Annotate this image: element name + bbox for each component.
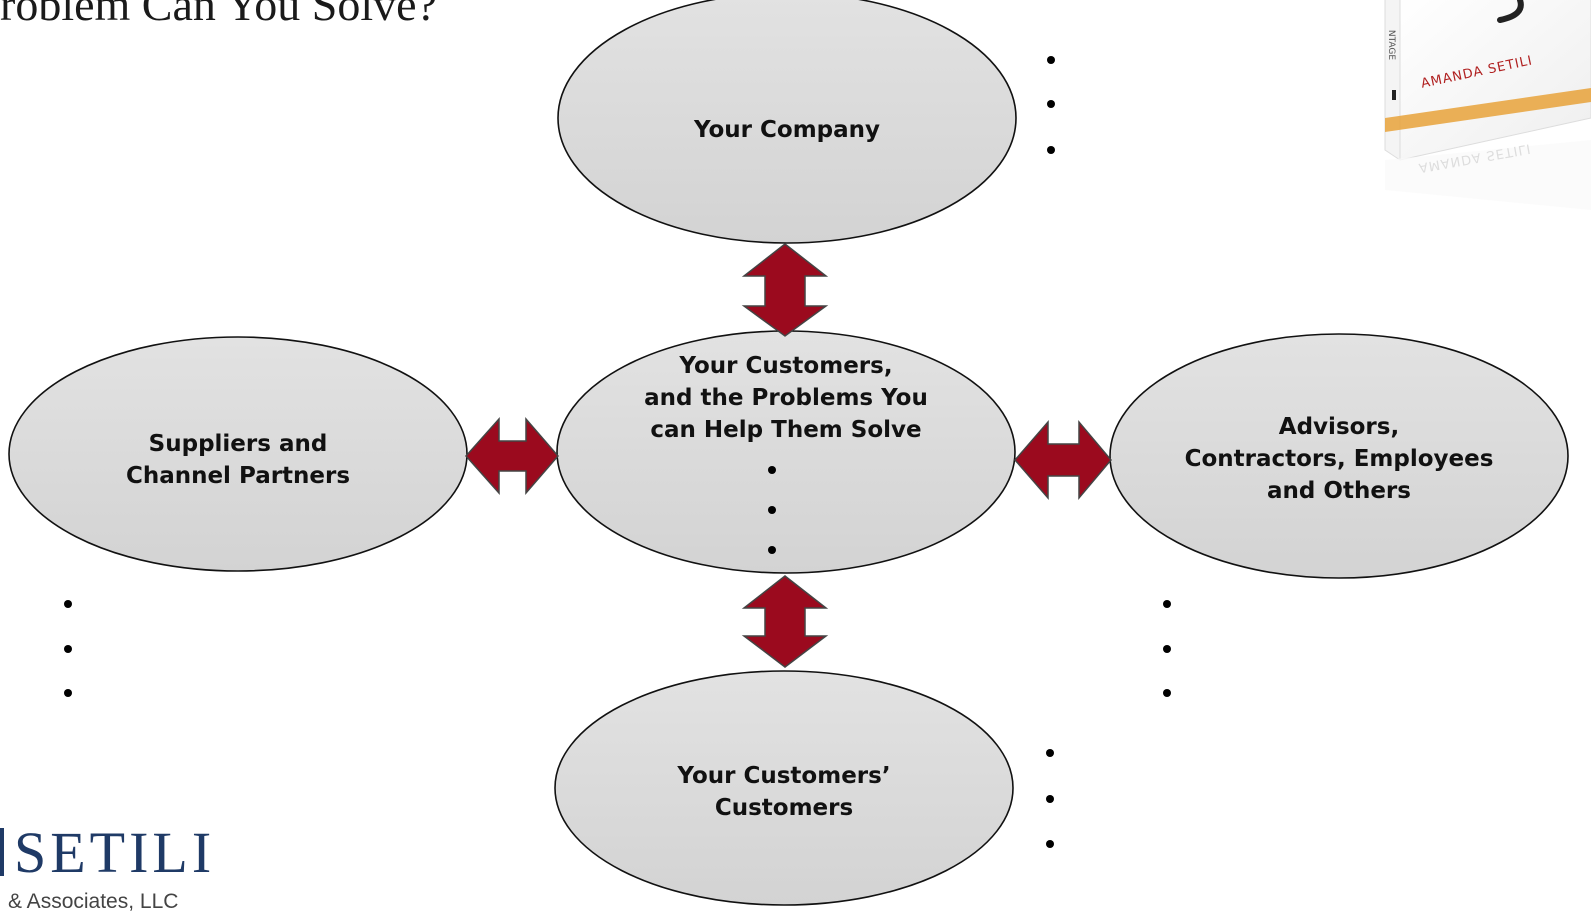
bullet-dot <box>768 546 776 554</box>
bullet-dot <box>1163 645 1171 653</box>
book-cover-image <box>1384 0 1591 210</box>
bullet-dot <box>1163 689 1171 697</box>
logo-name: SETILI <box>14 820 216 885</box>
company-label-line: Your Company <box>693 117 881 143</box>
logo-bar <box>0 828 4 876</box>
customers-customers-label: Your Customers’ Customers <box>584 760 984 824</box>
advisors-label-line-2: Contractors, Employees <box>1184 446 1494 472</box>
bullet-dot <box>1046 749 1054 757</box>
suppliers-label-line-2: Channel Partners <box>125 463 351 489</box>
arrow-suppliers-center <box>464 416 559 496</box>
suppliers-label-line-1: Suppliers and <box>148 431 328 457</box>
bullet-dot <box>64 689 72 697</box>
center-label-line-2: and the Problems You <box>644 385 928 411</box>
bullet-dot <box>64 600 72 608</box>
bullet-dot <box>768 506 776 514</box>
bullet-dot <box>1163 600 1171 608</box>
bullet-dot <box>64 645 72 653</box>
customers-customers-label-line-1: Your Customers’ <box>677 763 891 789</box>
slide-title: roblem Can You Solve? <box>0 0 437 30</box>
arrow-company-center <box>741 243 829 337</box>
advisors-label: Advisors, Contractors, Employees and Oth… <box>1139 411 1539 507</box>
center-label: Your Customers, and the Problems You can… <box>586 350 986 446</box>
bullet-dot <box>1046 795 1054 803</box>
advisors-label-line-1: Advisors, <box>1278 414 1400 440</box>
center-label-line-3: can Help Them Solve <box>650 417 922 443</box>
customers-customers-label-line-2: Customers <box>714 795 854 821</box>
bullet-dot <box>1047 146 1055 154</box>
company-label: Your Company <box>587 114 987 146</box>
company-ellipse <box>557 0 1017 244</box>
bullet-dot <box>1046 840 1054 848</box>
logo-subtitle: & Associates, LLC <box>8 890 179 913</box>
center-label-line-1: Your Customers, <box>679 353 893 379</box>
suppliers-label: Suppliers and Channel Partners <box>38 428 438 492</box>
bullet-dot <box>768 466 776 474</box>
arrow-center-customers <box>741 575 829 668</box>
arrow-center-advisors <box>1014 419 1112 501</box>
advisors-label-line-3: and Others <box>1267 478 1411 504</box>
bullet-dot <box>1047 56 1055 64</box>
book-spine-text: NTAGE <box>1386 29 1397 61</box>
bullet-dot <box>1047 100 1055 108</box>
customers-customers-ellipse <box>554 670 1014 906</box>
advisors-ellipse <box>1109 333 1569 579</box>
